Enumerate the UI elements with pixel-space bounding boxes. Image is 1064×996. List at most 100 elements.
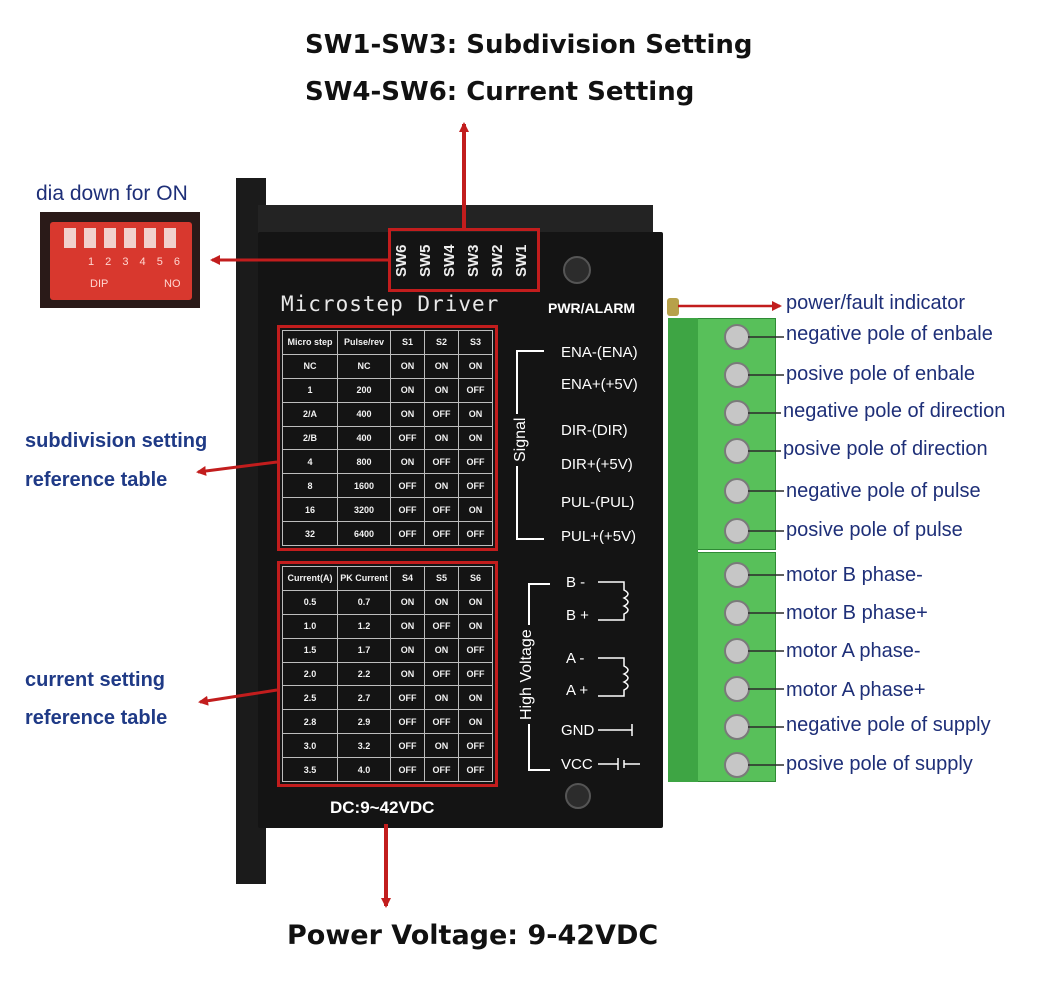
table-cell: 2.8 bbox=[282, 709, 338, 735]
dip-switch-block: 1 2 3 4 5 6 DIP NO bbox=[50, 222, 192, 300]
hv-pin-label: B - bbox=[566, 574, 586, 591]
hv-bracket-top bbox=[528, 583, 550, 585]
table-cell: ON bbox=[390, 613, 425, 639]
table-cell: OFF bbox=[390, 497, 425, 522]
table-cell: 8 bbox=[282, 473, 338, 499]
pin-description: power/fault indicator bbox=[786, 292, 965, 314]
table-cell: OFF bbox=[424, 521, 459, 546]
coil-symbols bbox=[598, 581, 640, 770]
pin-description: posive pole of supply bbox=[786, 753, 973, 775]
pin-description: negative pole of supply bbox=[786, 714, 991, 736]
pin-description: motor B phase- bbox=[786, 564, 923, 586]
table-cell: OFF bbox=[424, 661, 459, 687]
hv-pin-label: A - bbox=[566, 650, 585, 667]
table-cell: 1 bbox=[282, 377, 338, 403]
table-cell: OFF bbox=[458, 377, 493, 403]
table-cell: OFF bbox=[424, 401, 459, 427]
terminal-screw bbox=[724, 600, 750, 626]
signal-pin-label: ENA+(+5V) bbox=[561, 376, 638, 393]
table-cell: 16 bbox=[282, 497, 338, 522]
table-cell: OFF bbox=[424, 449, 459, 475]
table-header: S3 bbox=[458, 330, 493, 355]
terminal-screw bbox=[724, 638, 750, 664]
table-cell: ON bbox=[390, 353, 425, 379]
table-cell: OFF bbox=[390, 521, 425, 546]
table-cell: 1.5 bbox=[282, 637, 338, 663]
subdivision-label-line2: reference table bbox=[25, 469, 168, 491]
arrow-to-current-label bbox=[198, 688, 278, 706]
pin-description: motor B phase+ bbox=[786, 602, 928, 624]
table-cell: 6400 bbox=[337, 521, 391, 546]
terminal-side bbox=[668, 318, 698, 782]
top-screw bbox=[563, 256, 591, 284]
table-cell: 1.7 bbox=[337, 637, 391, 663]
table-header: PK Current bbox=[337, 566, 391, 591]
signal-pin-label: PUL+(+5V) bbox=[561, 528, 637, 545]
table-header-row: Current(A) PK Current S4 S5 S6 bbox=[282, 566, 493, 591]
table-header: S1 bbox=[390, 330, 425, 355]
power-voltage-title: Power Voltage: 9-42VDC bbox=[287, 920, 659, 951]
table-cell: 2.0 bbox=[282, 661, 338, 687]
table-cell: OFF bbox=[458, 757, 493, 782]
table-cell: 4 bbox=[282, 449, 338, 475]
hv-pin-label: VCC bbox=[561, 756, 593, 773]
table-cell: NC bbox=[282, 353, 338, 379]
table-cell: OFF bbox=[390, 709, 425, 735]
table-cell: 2.2 bbox=[337, 661, 391, 687]
pwr-led bbox=[667, 298, 679, 316]
table-cell: ON bbox=[424, 473, 459, 499]
driver-brand: Microstep Driver bbox=[281, 292, 500, 316]
pwr-alarm-label: PWR/ALARM bbox=[548, 300, 636, 316]
table-cell: 3.5 bbox=[282, 757, 338, 782]
signal-pin-label: DIR+(+5V) bbox=[561, 456, 633, 473]
dip-caption: dia down for ON bbox=[36, 182, 188, 205]
dip-mark-right: NO bbox=[164, 278, 181, 290]
dip-mark-left: DIP bbox=[90, 278, 109, 290]
table-cell: 3200 bbox=[337, 497, 391, 522]
table-header: S4 bbox=[390, 566, 425, 591]
signal-pin-label: PUL-(PUL) bbox=[561, 494, 635, 511]
table-cell: ON bbox=[390, 401, 425, 427]
hv-pin-label: GND bbox=[561, 722, 595, 739]
table-cell: NC bbox=[337, 353, 391, 379]
table-cell: OFF bbox=[390, 757, 425, 782]
pin-description: motor A phase+ bbox=[786, 679, 926, 701]
table-header-row: Micro step Pulse/rev S1 S2 S3 bbox=[282, 330, 493, 355]
table-cell: ON bbox=[390, 661, 425, 687]
subdivision-label-line1: subdivision setting bbox=[25, 430, 208, 452]
driver-dc-label: DC:9~42VDC bbox=[330, 798, 435, 817]
table-cell: ON bbox=[424, 377, 459, 403]
table-cell: ON bbox=[458, 589, 493, 615]
table-cell: OFF bbox=[458, 521, 493, 546]
table-cell: OFF bbox=[458, 449, 493, 475]
table-cell: ON bbox=[390, 637, 425, 663]
terminal-screw bbox=[724, 676, 750, 702]
signal-pin-label: ENA-(ENA) bbox=[561, 344, 638, 361]
dip-numbers: 1 2 3 4 5 6 bbox=[88, 256, 184, 268]
pin-description: negative pole of enbale bbox=[786, 323, 993, 345]
pin-description: posive pole of direction bbox=[783, 438, 988, 460]
table-cell: ON bbox=[458, 425, 493, 451]
terminal-leader-lines bbox=[748, 336, 784, 766]
table-cell: 1600 bbox=[337, 473, 391, 499]
pin-description: negative pole of direction bbox=[783, 400, 1006, 422]
table-cell: ON bbox=[458, 497, 493, 522]
table-cell: OFF bbox=[390, 473, 425, 499]
table-header: Micro step bbox=[282, 330, 338, 355]
dip-levers bbox=[64, 228, 180, 250]
table-cell: 800 bbox=[337, 449, 391, 475]
current-label-line2: reference table bbox=[25, 707, 168, 729]
